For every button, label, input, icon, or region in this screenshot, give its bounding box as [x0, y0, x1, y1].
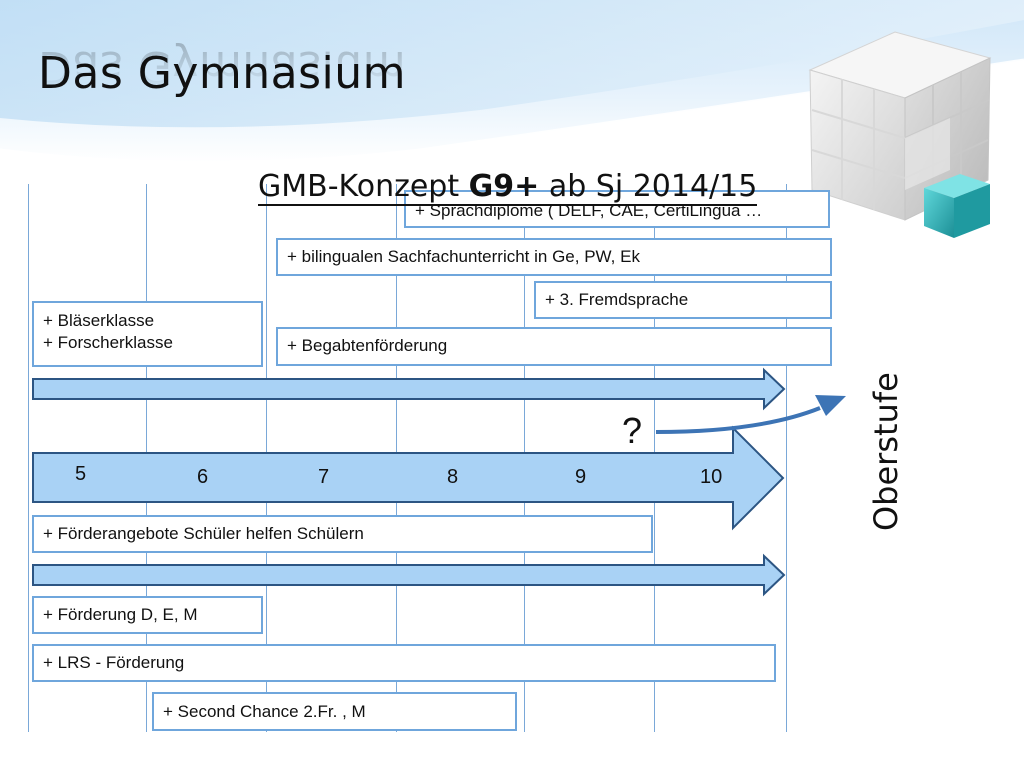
subtitle-prefix: GMB-Konzept [258, 169, 469, 204]
grade-label: 9 [575, 466, 587, 488]
grid-line [786, 184, 787, 732]
grid-line [28, 184, 29, 732]
box-fremdsprache: + 3. Fremdsprache [534, 281, 832, 319]
subtitle-suffix: ab Sj 2014/15 [539, 169, 758, 204]
question-mark: ? [622, 410, 643, 451]
box-schueler-helfen: + Förderangebote Schüler helfen Schülern [32, 515, 653, 553]
box-second-chance: + Second Chance 2.Fr. , M [152, 692, 517, 731]
cube-logo [808, 31, 992, 238]
box-foerderung-dem: + Förderung D, E, M [32, 596, 263, 634]
box-begabten: + Begabtenförderung [276, 327, 832, 366]
page-title-reflection: Das Gymnasium [38, 41, 406, 92]
curve-to-oberstufe [655, 406, 821, 434]
box-blaeser-label: + Bläserklasse [43, 311, 155, 330]
box-bilingual: + bilingualen Sachfachunterricht in Ge, … [276, 238, 832, 276]
page-title: Das Gymnasium [38, 48, 406, 99]
box-blaeser-forscher: + Bläserklasse + Forscherklasse [32, 301, 263, 367]
grade-label: 8 [447, 466, 459, 488]
grade-label: 6 [197, 466, 209, 488]
oberstufe-label: Oberstufe [867, 372, 905, 531]
box-lrs: + LRS - Förderung [32, 644, 776, 682]
curve-arrowhead [815, 395, 846, 416]
subtitle: GMB-Konzept G9+ ab Sj 2014/15 [258, 169, 758, 206]
header-background [0, 0, 1024, 164]
grade-label: 7 [318, 466, 330, 488]
subtitle-bold: G9+ [468, 169, 540, 204]
grade-label: 5 [75, 463, 87, 485]
box-forscher-label: + Forscherklasse [43, 333, 173, 352]
grade-label: 10 [700, 466, 723, 488]
